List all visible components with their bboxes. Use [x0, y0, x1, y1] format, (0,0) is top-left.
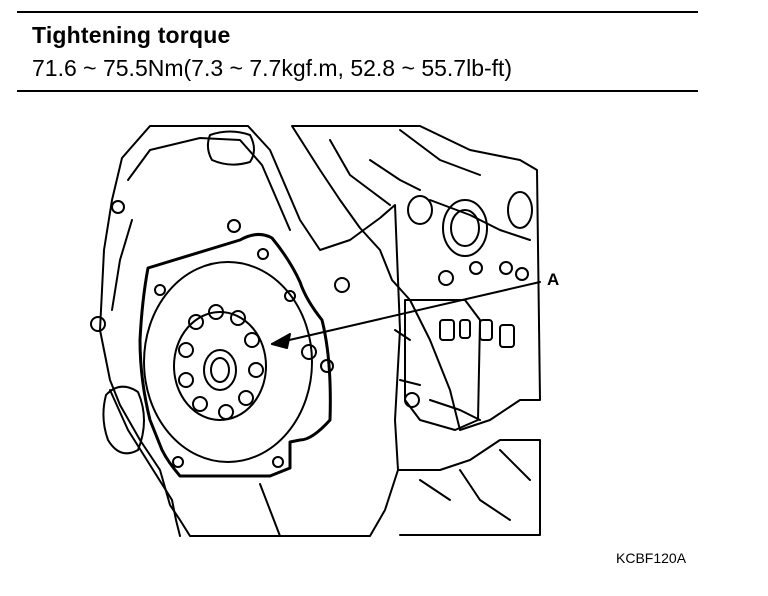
head-bolt: [499, 261, 513, 275]
drive-plate-ring: [143, 261, 313, 463]
lower-block: [397, 439, 541, 536]
bracket-slot: [439, 319, 455, 341]
crankshaft-hub: [173, 311, 267, 421]
drive-plate-bolt: [178, 342, 194, 358]
bottom-rule: [17, 90, 698, 92]
drive-plate-bolt: [238, 390, 254, 406]
head-bolt: [515, 267, 529, 281]
bracket-slot: [479, 319, 493, 341]
drive-plate: [138, 233, 332, 478]
housing-bolt: [90, 316, 106, 332]
spec-title: Tightening torque: [32, 22, 231, 48]
cylinder-head-ribs: [329, 129, 531, 241]
drive-plate-mount-hole: [272, 456, 284, 468]
top-rule: [17, 11, 698, 13]
housing-bolt: [227, 219, 241, 233]
drive-plate-bolt: [178, 372, 194, 388]
head-bore: [507, 191, 533, 229]
head-bolt: [469, 261, 483, 275]
hub-center-inner: [210, 357, 230, 383]
drive-plate-bolt: [218, 404, 234, 420]
head-bolt: [438, 270, 454, 286]
figure-code: KCBF120A: [616, 550, 687, 566]
drive-plate-mount-hole: [257, 248, 269, 260]
callout-arrowhead: [271, 333, 291, 349]
head-bore: [442, 199, 488, 257]
drive-plate-bolt: [244, 332, 260, 348]
drive-plate-mount-hole: [172, 456, 184, 468]
bracket-bolt: [404, 392, 420, 408]
bracket-slot: [499, 324, 515, 348]
drive-plate-mount-hole: [284, 290, 296, 302]
housing-bolt: [334, 277, 350, 293]
housing-inner-contour: [109, 137, 291, 501]
callout-leader-line: [271, 281, 541, 345]
drive-plate-bolt: [188, 314, 204, 330]
housing-boss: [102, 385, 145, 455]
housing-bolt: [111, 200, 125, 214]
housing-tail: [171, 483, 281, 537]
side-bracket: [404, 299, 481, 431]
drive-plate-bolt: [208, 304, 224, 320]
lower-block-ribs: [419, 449, 531, 521]
drive-plate-bolt: [192, 396, 208, 412]
rear-cover-cutout: [206, 130, 255, 166]
drive-plate-bolt: [248, 362, 264, 378]
drive-plate-bolt: [230, 310, 246, 326]
torque-spec-value: 71.6 ~ 75.5Nm(7.3 ~ 7.7kgf.m, 52.8 ~ 55.…: [32, 55, 513, 81]
housing-bolt: [320, 359, 334, 373]
head-bore: [407, 195, 433, 225]
housing-bolt: [301, 344, 317, 360]
bracket-edge: [394, 329, 481, 421]
head-bore: [450, 209, 480, 247]
bracket-slot: [459, 319, 471, 339]
drive-plate-mount-hole: [154, 284, 166, 296]
drive-plate-bolts: [178, 304, 264, 420]
callout-label-a: A: [547, 270, 560, 289]
cylinder-head: [291, 125, 541, 431]
hub-center: [203, 349, 237, 391]
